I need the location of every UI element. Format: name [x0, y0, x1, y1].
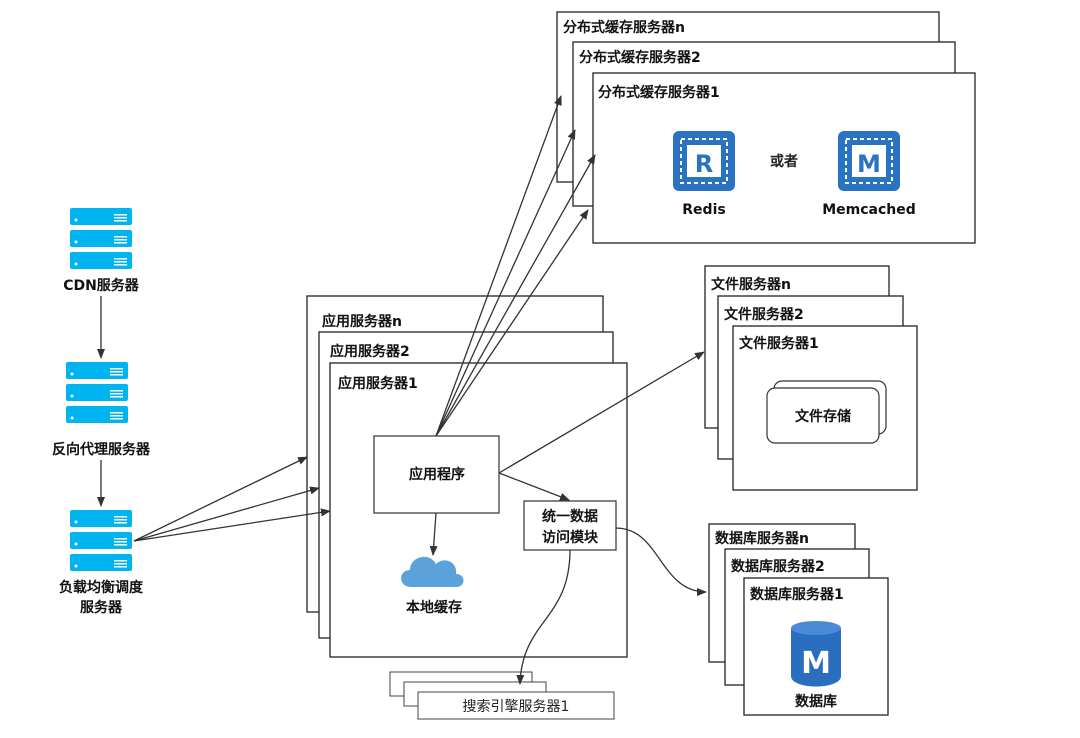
- data-access-module-line1: 统一数据: [542, 508, 598, 525]
- edge-app-to-local-cache: [429, 512, 438, 556]
- data-access-module-box: [523, 500, 617, 551]
- edge-data-module-to-db: [615, 527, 707, 596]
- cache-server-2-label: 分布式缓存服务器2: [579, 49, 701, 66]
- database-label: 数据库: [795, 693, 837, 710]
- load-balancer-label-line2: 服务器: [80, 599, 123, 616]
- edge-app-to-cache-1b: [435, 209, 589, 437]
- app-program-label: 应用程序: [409, 466, 465, 483]
- file-server-2-label: 文件服务器2: [724, 306, 804, 323]
- app-program-box: [373, 435, 500, 514]
- file-storage-box: [766, 387, 880, 444]
- edge-app-to-cache-n: [435, 95, 562, 437]
- edge-lb-to-app-1: [133, 508, 331, 542]
- memcached-label: Memcached: [822, 202, 916, 218]
- search-server-1-label: 搜索引擎服务器1: [463, 698, 570, 715]
- file-storage-label: 文件存储: [795, 408, 851, 425]
- edge-app-to-file: [498, 351, 705, 474]
- memcached-chip-icon: M: [838, 131, 900, 191]
- cdn-server-label: CDN服务器: [63, 277, 140, 294]
- cloud-icon: [401, 556, 464, 587]
- edge-data-module-to-search: [516, 549, 571, 685]
- db-server-n-label: 数据库服务器n: [715, 530, 809, 547]
- file-server-1-label: 文件服务器1: [739, 335, 819, 352]
- db-server-1-label: 数据库服务器1: [750, 586, 844, 603]
- app-server-2-label: 应用服务器2: [330, 343, 410, 360]
- reverse-proxy-server-icon: [66, 362, 128, 423]
- app-server-n-label: 应用服务器n: [322, 313, 402, 330]
- edge-lb-to-app-2: [133, 486, 320, 542]
- database-glyph: M: [801, 646, 831, 681]
- edge-app-to-cache-1: [435, 154, 596, 437]
- redis-glyph: R: [695, 150, 713, 178]
- cache-server-1-box: [592, 72, 976, 244]
- search-server-1-box: [417, 691, 615, 720]
- edge-app-to-data-module: [498, 472, 570, 501]
- data-access-module-line2: 访问模块: [542, 529, 599, 546]
- file-server-n-label: 文件服务器n: [711, 276, 791, 293]
- redis-chip-icon: R: [673, 131, 735, 191]
- load-balancer-server-icon: [70, 510, 132, 571]
- memcached-glyph: M: [857, 150, 881, 178]
- app-server-1-label: 应用服务器1: [338, 375, 418, 392]
- edge-lb-to-app-n: [133, 456, 308, 542]
- or-label: 或者: [770, 153, 798, 170]
- local-cache-label: 本地缓存: [406, 599, 462, 616]
- redis-label: Redis: [682, 202, 725, 218]
- edge-app-to-cache-2: [435, 129, 576, 437]
- reverse-proxy-label: 反向代理服务器: [52, 441, 151, 458]
- cache-server-1-label: 分布式缓存服务器1: [598, 84, 720, 101]
- cache-server-n-label: 分布式缓存服务器n: [563, 19, 685, 36]
- database-icon: M: [791, 621, 841, 687]
- db-server-2-label: 数据库服务器2: [731, 558, 825, 575]
- load-balancer-label-line1: 负载均衡调度: [59, 579, 144, 596]
- cdn-server-icon: [70, 208, 132, 269]
